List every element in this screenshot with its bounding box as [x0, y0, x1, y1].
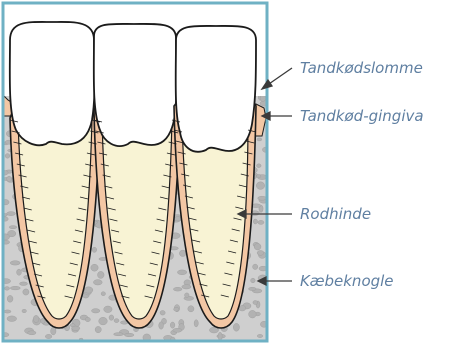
bone-spot — [257, 164, 262, 168]
bone-spot — [173, 287, 182, 291]
bone-spot — [104, 306, 112, 313]
bone-spot — [7, 212, 16, 216]
bone-spot — [7, 316, 17, 322]
bone-spot — [98, 271, 105, 278]
bone-spot — [185, 293, 190, 298]
bone-spot — [99, 317, 108, 325]
bone-spot — [22, 309, 26, 312]
bone-spot — [258, 220, 264, 224]
bone-spot — [253, 301, 258, 305]
bone-spot — [4, 310, 11, 313]
bone-spot — [125, 333, 134, 337]
bone-spot — [254, 243, 261, 250]
bone-spot — [257, 138, 262, 141]
bone-spot — [93, 280, 102, 285]
bone-spot — [7, 295, 13, 302]
bone-spot — [92, 309, 100, 313]
bone-spot — [95, 326, 101, 332]
bone-spot — [256, 182, 264, 190]
bone-spot — [10, 286, 20, 290]
bone-spot — [101, 292, 105, 296]
label-bone: Kæbeknogle — [300, 274, 394, 289]
bone-spot — [92, 247, 97, 252]
bone-spot — [182, 285, 191, 289]
bone-spot — [233, 323, 239, 331]
bone-spot — [10, 261, 20, 265]
bone-spot — [188, 306, 194, 312]
bone-spot — [253, 219, 257, 224]
crown-right — [176, 26, 256, 152]
label-gingiva: Tandkød-gingiva — [300, 109, 424, 124]
bone-spot — [218, 332, 222, 340]
crown-middle — [94, 24, 177, 146]
bone-spot — [114, 319, 119, 323]
bone-spot — [5, 154, 10, 159]
bone-spot — [45, 334, 52, 338]
arrow-pocket-head — [262, 80, 272, 89]
bone-spot — [33, 315, 39, 322]
bone-spot — [160, 311, 165, 316]
bone-spot — [159, 322, 164, 329]
bone-spot — [177, 270, 186, 275]
bone-spot — [9, 226, 17, 229]
bone-spot — [20, 282, 28, 286]
bone-spot — [257, 251, 264, 256]
bone-spot — [173, 328, 182, 332]
bone-spot — [72, 326, 80, 330]
bone-spot — [249, 310, 257, 318]
bone-spot — [23, 289, 29, 295]
bone-spot — [249, 287, 257, 290]
bone-spot — [109, 315, 114, 320]
bone-spot — [194, 320, 198, 327]
bone-spot — [251, 278, 256, 283]
bone-spot — [257, 334, 263, 337]
bone-spot — [258, 196, 267, 200]
label-ligament: Rodhinde — [300, 207, 371, 222]
bone-spot — [4, 287, 9, 291]
bone-spot — [28, 331, 36, 335]
label-pocket: Tandkødslomme — [300, 61, 423, 76]
crown-left — [10, 22, 95, 145]
bone-spot — [91, 264, 98, 271]
bone-spot — [7, 176, 12, 182]
bone-spot — [85, 317, 90, 321]
bone-spot — [84, 287, 93, 293]
bone-spot — [253, 264, 258, 269]
bone-spot — [17, 269, 22, 275]
bone-spot — [51, 327, 56, 335]
bone-spot — [114, 333, 124, 336]
bone-spot — [174, 307, 179, 311]
bone-spot — [257, 175, 261, 178]
bone-spot — [260, 95, 266, 102]
bone-spot — [170, 322, 175, 328]
bone-spot — [179, 250, 186, 256]
